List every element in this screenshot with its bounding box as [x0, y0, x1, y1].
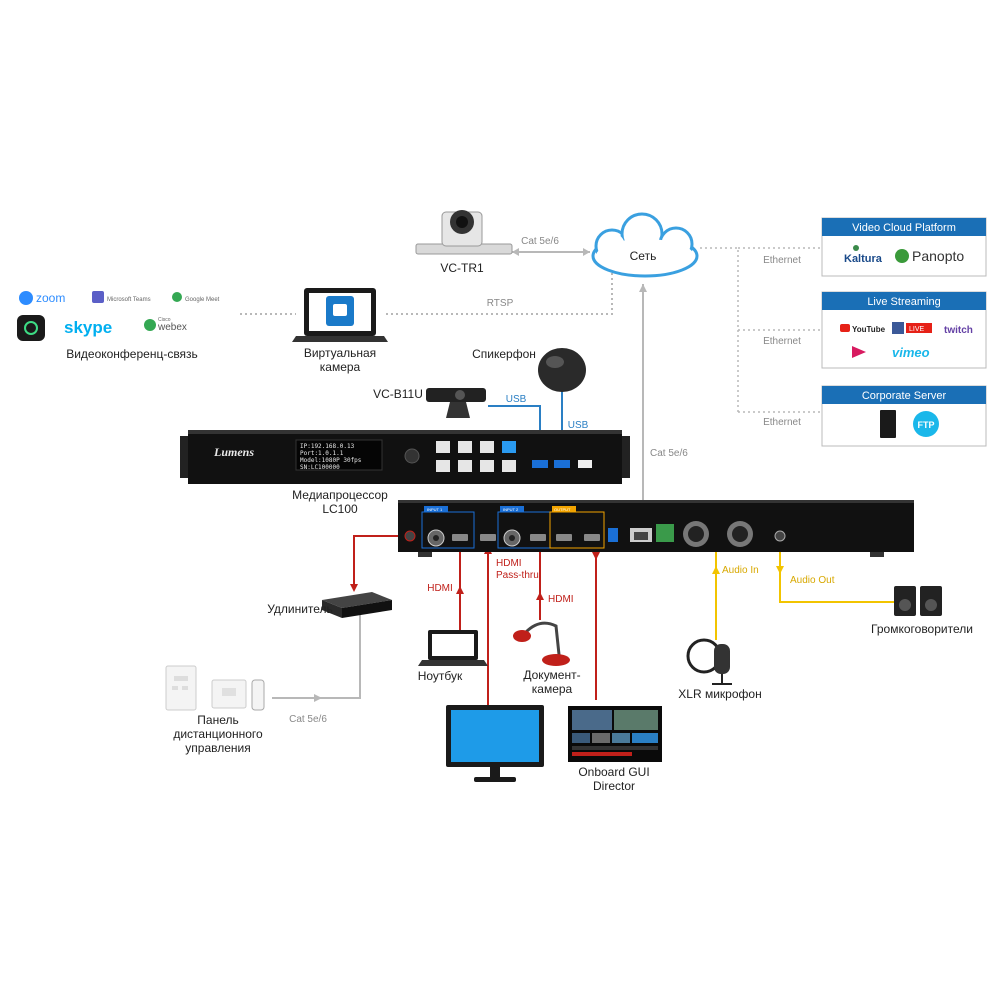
- hdmi-label-1: HDMI: [427, 583, 453, 594]
- rtsp-label: RTSP: [487, 298, 514, 309]
- zoom-icon: [19, 291, 33, 305]
- facebook-icon: [892, 322, 904, 334]
- document-camera-icon: [513, 621, 570, 666]
- onboard-gui-line2: Director: [593, 779, 635, 793]
- app-icon: [17, 315, 45, 341]
- ethernet-label-2: Ethernet: [763, 336, 801, 347]
- webex-label: webex: [157, 322, 187, 333]
- speakerphone-label: Спикерфон: [472, 347, 536, 361]
- monitor-icon: [446, 705, 544, 782]
- ftp-label: FTP: [918, 420, 935, 430]
- hdmi-label-2: HDMI: [548, 594, 574, 605]
- xlr-microphone-icon: [686, 638, 732, 685]
- live-streaming-title: Live Streaming: [867, 296, 940, 308]
- media-processor-line1: Медиапроцессор: [292, 488, 388, 502]
- extender-link: [353, 535, 408, 588]
- svg-text:INPUT 2: INPUT 2: [503, 507, 519, 512]
- server-icon: [880, 410, 896, 438]
- meet-icon: [172, 292, 182, 302]
- ftp-icon: [913, 411, 939, 437]
- cat-top-label: Cat 5e/6: [521, 236, 559, 247]
- webex-icon: [144, 319, 156, 331]
- vimeo-label: vimeo: [892, 345, 930, 360]
- network-cloud: Сеть: [591, 212, 699, 278]
- remote-panel-icon: [165, 665, 265, 711]
- vc-tr1-label: VC-TR1: [440, 261, 484, 275]
- live-label: LIVE: [909, 326, 925, 333]
- extender-label: Удлинитель: [267, 602, 333, 616]
- webex-prefix: Cisco: [158, 317, 171, 323]
- teams-label: Microsoft Teams: [107, 297, 151, 303]
- svg-text:INPUT 1: INPUT 1: [427, 507, 443, 512]
- laptop-icon: [418, 630, 488, 666]
- speakerphone-icon: [538, 348, 586, 392]
- cat-vertical-label: Cat 5e/6: [650, 448, 688, 459]
- front-screen-line1: IP:192.168.0.13: [300, 443, 355, 450]
- conferencing-logos: zoom Microsoft Teams Google Meet skype C…: [17, 291, 220, 341]
- svg-text:OUTPUT: OUTPUT: [554, 507, 571, 512]
- corporate-server-title: Corporate Server: [862, 390, 947, 402]
- kaltura-label: Kaltura: [844, 253, 883, 265]
- audio-in-label: Audio In: [722, 565, 759, 576]
- ethernet-bus: [700, 247, 739, 412]
- onboard-gui-line1: Onboard GUI: [578, 765, 649, 779]
- front-screen-line2: Port:1.0.1.1: [300, 450, 344, 457]
- youtube-label: YouTube: [852, 325, 886, 334]
- doc-camera-line1: Документ-: [523, 668, 580, 682]
- corporate-server-box: Corporate Server FTP: [821, 385, 987, 447]
- laptop-virtual-camera-icon: [292, 288, 388, 342]
- teams-icon: [92, 291, 104, 303]
- cloud-label: Сеть: [630, 249, 657, 263]
- skype-label: skype: [64, 318, 112, 337]
- panopto-label: Panopto: [912, 248, 964, 264]
- video-cloud-title: Video Cloud Platform: [852, 222, 956, 234]
- twitch-label: twitch: [944, 325, 973, 336]
- usb-label-2: USB: [568, 420, 589, 431]
- remote-panel-line1: Панель: [197, 713, 238, 727]
- ethernet-label-3: Ethernet: [763, 417, 801, 428]
- usb-label-1: USB: [506, 394, 527, 405]
- xlr-mic-label: XLR микрофон: [678, 687, 761, 701]
- panopto-icon: [895, 249, 909, 263]
- ethernet-label-1: Ethernet: [763, 255, 801, 266]
- remote-panel-line3: управления: [185, 741, 250, 755]
- virtual-camera-line1: Виртуальная: [304, 346, 376, 360]
- remote-panel-line2: дистанционного: [173, 727, 263, 741]
- hdmi-passthru-line1: HDMI: [496, 558, 522, 569]
- usb-camera-icon: [426, 388, 486, 418]
- onboard-gui-screen: [568, 706, 662, 762]
- meet-label: Google Meet: [185, 297, 220, 303]
- lc100-rear-panel: INPUT 1 INPUT 2 OUTPUT: [398, 500, 914, 557]
- audio-out-link: [779, 546, 896, 603]
- audio-out-label: Audio Out: [790, 575, 835, 586]
- speakers-icon: [894, 586, 942, 616]
- front-screen-line4: SN:LC100000: [300, 464, 340, 471]
- stream-icon: [852, 346, 866, 358]
- front-brand: Lumens: [213, 445, 254, 459]
- lc100-front-panel: Lumens IP:192.168.0.13 Port:1.0.1.1 Mode…: [180, 430, 630, 484]
- hdmi-passthru-line2: Pass-thru: [496, 570, 539, 581]
- front-screen-line3: Model:1080P 30fps: [300, 457, 362, 464]
- laptop-label: Ноутбук: [418, 669, 463, 683]
- ptz-camera-icon: [415, 210, 513, 255]
- media-processor-line2: LC100: [322, 502, 358, 516]
- rtsp-link: [386, 272, 613, 315]
- zoom-label: zoom: [36, 291, 65, 305]
- kaltura-icon: [853, 245, 859, 251]
- extender-icon: [322, 592, 392, 618]
- cat-bottom-label: Cat 5e/6: [289, 714, 327, 725]
- live-streaming-box: Live Streaming YouTube LIVE twitch vimeo: [821, 291, 987, 369]
- doc-camera-line2: камера: [532, 682, 573, 696]
- speakers-label: Громкоговорители: [871, 622, 973, 636]
- video-cloud-box: Video Cloud Platform Kaltura Panopto: [821, 217, 987, 277]
- vc-b11u-label: VC-B11U: [373, 387, 423, 401]
- conferencing-label: Видеоконференц-связь: [66, 347, 198, 361]
- remote-panel-link: [272, 612, 361, 699]
- virtual-camera-line2: камера: [320, 360, 361, 374]
- youtube-icon: [840, 324, 850, 332]
